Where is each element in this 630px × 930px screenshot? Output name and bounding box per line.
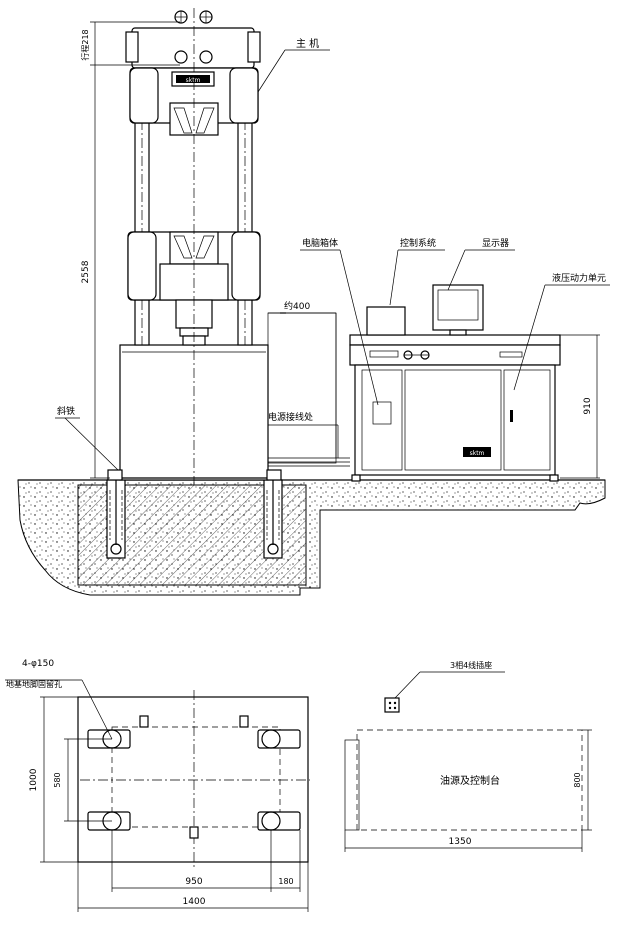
label-power-entry: 电源接线处 <box>268 411 313 423</box>
elevation-labels: 主 机 电脑箱体 控制系统 显示器 液压动力单元 约400 电源接线处 斜铁 <box>55 37 610 471</box>
anchor-bolt-left <box>106 470 126 559</box>
dim-w-180: 180 <box>278 877 293 886</box>
dim-w-950: 950 <box>185 877 202 887</box>
dim-w-1350: 1350 <box>449 837 472 847</box>
logo-text-console: sktm <box>470 450 485 457</box>
plan-dimensions: 1000 580 950 180 1400 <box>29 696 309 912</box>
label-anchor-bolt: 斜铁 <box>57 405 75 417</box>
plan-machine-footprint: 4-φ150 地基地脚固留孔 <box>5 659 310 870</box>
elevation-dimensions: 行程218 2558 910 <box>80 21 600 479</box>
plan-console-footprint: 油源及控制台 3相4线插座 1350 800 <box>344 660 592 852</box>
dim-approx-400: 约400 <box>284 300 310 312</box>
dim-w-1400: 1400 <box>183 897 206 907</box>
dim-height-console: 910 <box>583 397 593 414</box>
label-control-system: 控制系统 <box>400 237 436 249</box>
logo-text-top: sktm <box>186 77 201 84</box>
dim-h-1000: 1000 <box>29 768 39 791</box>
label-motor-box: 电脑箱体 <box>302 237 338 249</box>
label-foundation-holes: 地基地脚固留孔 <box>6 679 62 689</box>
connection-pipe <box>267 312 350 467</box>
main-machine: sktm <box>107 8 282 485</box>
control-console: sktm <box>349 284 561 482</box>
dim-h-580: 580 <box>53 772 62 787</box>
dim-h-800: 800 <box>573 772 582 787</box>
label-hydraulic-unit: 液压动力单元 <box>552 272 606 284</box>
label-socket: 3相4线插座 <box>450 660 492 670</box>
ground-section <box>17 479 606 596</box>
dim-height-main: 2558 <box>81 260 91 283</box>
anchor-bolt-right <box>263 470 283 559</box>
label-main-machine: 主 机 <box>296 37 319 50</box>
label-bolt-holes: 4-φ150 <box>22 659 54 669</box>
dim-stroke-top: 行程218 <box>80 29 90 60</box>
label-oil-console: 油源及控制台 <box>440 774 500 787</box>
label-monitor: 显示器 <box>482 238 509 249</box>
